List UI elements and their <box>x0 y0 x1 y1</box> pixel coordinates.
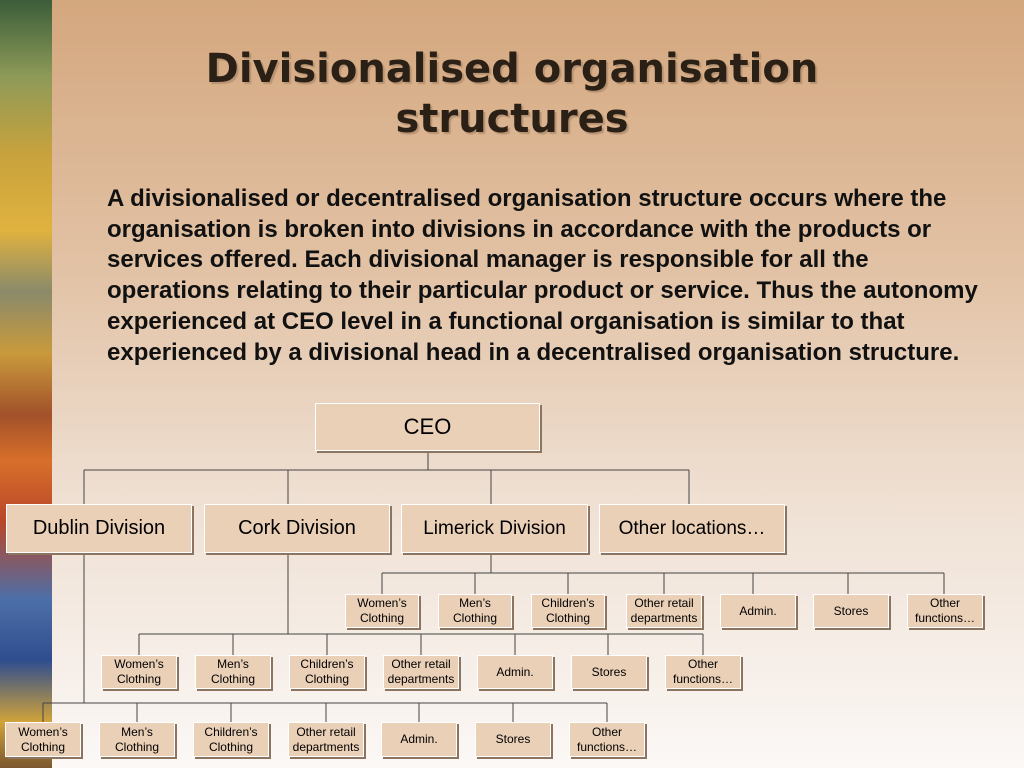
description-paragraph: A divisionalised or decentralised organi… <box>107 185 978 366</box>
title-line-1: Divisionalised organisation <box>205 46 819 92</box>
cork-dept-other-retail: Other retail departments <box>383 655 459 689</box>
dublin-dept-childrens-clothing: Children’s Clothing <box>193 722 269 757</box>
slide-title: Divisionalised organisation structures <box>0 44 1024 144</box>
cork-dept-admin: Admin. <box>477 655 553 689</box>
dublin-dept-stores: Stores <box>475 722 551 757</box>
cork-dept-stores: Stores <box>571 655 647 689</box>
dublin-dept-admin: Admin. <box>381 722 457 757</box>
ceo-box: CEO <box>315 403 540 451</box>
division-other-locations: Other locations… <box>599 504 785 553</box>
cork-dept-other-functions: Other functions… <box>665 655 741 689</box>
limerick-dept-stores: Stores <box>813 594 889 628</box>
dublin-dept-other-functions: Other functions… <box>569 722 645 757</box>
dublin-dept-mens-clothing: Men’s Clothing <box>99 722 175 757</box>
division-cork: Cork Division <box>204 504 390 553</box>
division-limerick: Limerick Division <box>401 504 588 553</box>
limerick-dept-mens-clothing: Men’s Clothing <box>438 594 512 628</box>
dublin-dept-womens-clothing: Women’s Clothing <box>5 722 81 757</box>
limerick-dept-admin: Admin. <box>720 594 796 628</box>
limerick-dept-other-functions: Other functions… <box>907 594 983 628</box>
division-dublin: Dublin Division <box>6 504 192 553</box>
limerick-dept-other-retail: Other retail departments <box>626 594 702 628</box>
dublin-dept-other-retail: Other retail departments <box>288 722 364 757</box>
title-line-2: structures <box>395 96 629 142</box>
cork-dept-childrens-clothing: Children’s Clothing <box>289 655 365 689</box>
decorative-banknote-strip <box>0 0 52 768</box>
cork-dept-mens-clothing: Men’s Clothing <box>195 655 271 689</box>
cork-dept-womens-clothing: Women’s Clothing <box>101 655 177 689</box>
limerick-dept-womens-clothing: Women’s Clothing <box>345 594 419 628</box>
limerick-dept-childrens-clothing: Children’s Clothing <box>531 594 605 628</box>
